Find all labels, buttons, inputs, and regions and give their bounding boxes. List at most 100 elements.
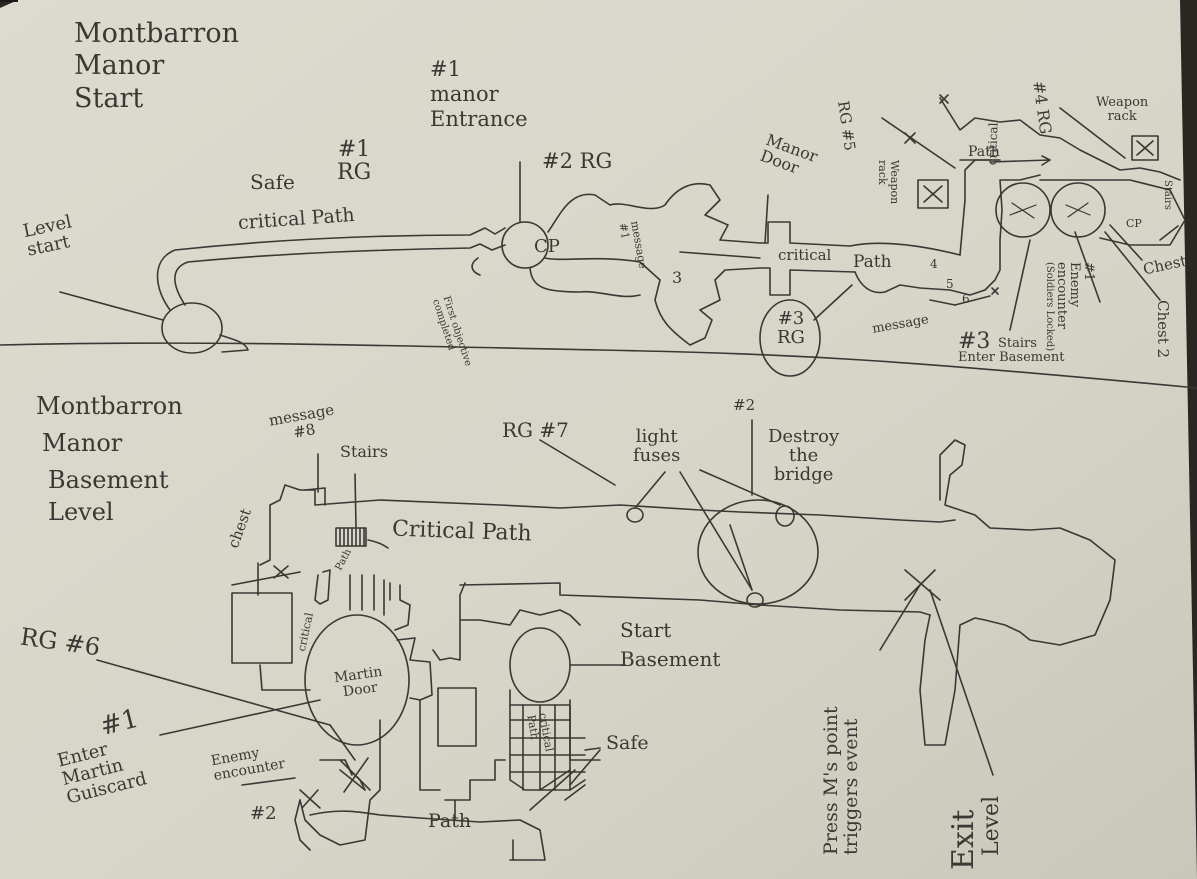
destroy-word: Destroy — [768, 426, 840, 447]
upper-enemy-word-2: encounter — [1053, 262, 1069, 330]
rg1-text: RG — [337, 160, 372, 186]
cp-label: CP — [534, 236, 560, 257]
light-fuses-word-2: fuses — [633, 444, 681, 466]
cp-room — [501, 221, 549, 269]
weapon-rack-right-label: Weapon rack — [1096, 96, 1148, 123]
basement-corridor-bottom — [459, 582, 931, 616]
rg3-text: RG — [777, 326, 805, 348]
manor-door-room — [759, 221, 851, 247]
upper-path-arrow-label: Path — [968, 144, 1000, 160]
rg7-label: RG #7 — [502, 418, 569, 442]
number-4-label: 4 — [930, 257, 938, 271]
critical-label: critical — [778, 246, 832, 264]
weapon-rack-right-word-2: rack — [1107, 108, 1137, 124]
basement-title-line-2: Manor — [42, 429, 123, 458]
basement-corridor-top — [314, 489, 956, 523]
light-fuses-label: light fuses — [633, 426, 681, 466]
destroy-bridge-label: Destroy the bridge — [768, 426, 840, 485]
upper-corridor-top — [156, 227, 506, 311]
blob-room-top — [547, 183, 761, 244]
fuse-2 — [775, 505, 795, 527]
basement-title-line-3: Basement — [48, 466, 169, 495]
basement-critical-path-label: Critical Path — [391, 516, 533, 547]
basement-word: Basement — [620, 647, 721, 671]
martin-door-room — [304, 614, 410, 746]
stairs-small-label: Stairs — [1162, 180, 1173, 210]
weapon-rack-right-word-1: Weapon — [1096, 95, 1149, 110]
number-6-label: 6 — [962, 292, 970, 306]
upper-enemy-encounter-label: #1 Enemy encounter (Soldiers Locked) — [1044, 262, 1096, 352]
exit-level-label: Exit Level — [946, 795, 1004, 870]
exit-area — [919, 439, 1116, 746]
stairs-number: #3 — [958, 329, 991, 354]
bottom-path-label: Path — [428, 810, 472, 832]
upper-enemy-word-1: Enemy — [1067, 262, 1083, 308]
title-line-1: Montbarron — [74, 18, 239, 49]
basement-title-line-1: Montbarron — [36, 392, 183, 420]
safe-label: Safe — [250, 170, 295, 194]
start-basement-label: Start Basement — [620, 620, 720, 670]
basement-stairs-label: Stairs — [340, 442, 388, 461]
exit-word: Exit — [946, 809, 981, 870]
chest-2-label: Chest 2 — [1154, 300, 1172, 359]
number-3-label: 3 — [672, 268, 683, 287]
upper-enemy-note: (Soldiers Locked) — [1044, 262, 1056, 352]
basement-title-line-4: Level — [48, 497, 114, 526]
basement-title: Montbarron Manor Basement Level — [36, 392, 183, 526]
stairs-word: Stairs — [998, 336, 1037, 352]
light-fuses-word-1: light — [635, 426, 678, 447]
chest-room — [231, 592, 293, 664]
enter-basement-label: #3 Stairs Enter Basement — [958, 330, 1064, 364]
rg3-label: #3 RG — [777, 308, 805, 348]
bottom-path — [309, 810, 546, 861]
press-text: Press M's point — [820, 706, 842, 855]
encounter-number-label: #2 — [250, 803, 277, 824]
upper-right-wall-top — [939, 97, 1181, 181]
number-5-label: 5 — [946, 277, 954, 291]
enter-basement-text: Enter Basement — [958, 349, 1065, 365]
fuse-3 — [746, 592, 764, 608]
upper-enemy-number: #1 — [1081, 262, 1096, 282]
level-start-room — [161, 302, 223, 354]
weapon-rack-left-label: Weapon rack — [876, 160, 901, 205]
weapon-rack-left-word-2: rack — [876, 160, 890, 185]
weapon-rack-box-right — [1131, 135, 1159, 161]
cp-small-label: CP — [1126, 217, 1142, 230]
path-label: Path — [853, 252, 892, 272]
start-word: Start — [620, 618, 672, 642]
barrel-left — [995, 182, 1051, 238]
safe-basement-label: Safe — [606, 732, 649, 754]
triggers-event-text: triggers event — [839, 718, 862, 855]
critical-vertical-label: critical — [985, 122, 1001, 166]
manor-entrance-label: #1 manor Entrance — [430, 58, 528, 130]
inner-room — [437, 687, 477, 747]
barrel-right — [1050, 182, 1106, 238]
basement-left-wall — [259, 484, 316, 566]
the-word: the — [788, 444, 819, 466]
rg1-number: #1 — [337, 137, 371, 162]
upper-corridor-bottom — [174, 243, 506, 306]
manor-entrance-word-1: manor — [430, 82, 499, 107]
blob-room-bottom — [544, 257, 761, 346]
weapon-rack-box-left — [917, 179, 949, 209]
title-line-2: Manor — [74, 50, 165, 82]
stairs-hatch — [335, 527, 367, 547]
weapon-rack-left-word-1: Weapon — [888, 160, 901, 205]
rg3-oval — [759, 299, 821, 377]
manor-entrance-word-2: Entrance — [430, 107, 528, 132]
rg1-label: #1 RG — [337, 138, 371, 184]
bridge-room — [697, 499, 819, 605]
level-divider-line — [0, 342, 1197, 389]
martin-door-label: Martin Door — [333, 664, 385, 701]
title-line-3: Start — [74, 82, 144, 114]
bridge-number-label: #2 — [733, 396, 756, 414]
rg3-number: #3 — [777, 308, 805, 329]
safe-stair-room — [509, 689, 586, 791]
level-word: Level — [978, 795, 1004, 856]
bridge-word: bridge — [773, 463, 834, 485]
upper-level-title: Montbarron Manor Start — [74, 18, 239, 114]
rg2-label: #2 RG — [542, 149, 613, 173]
